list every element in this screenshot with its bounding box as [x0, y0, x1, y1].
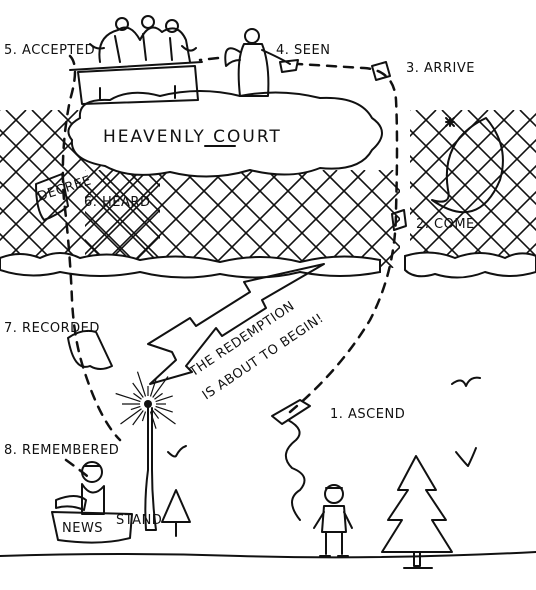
- step-label-come: 2. COME: [416, 217, 475, 232]
- lattice-bar: [126, 170, 226, 268]
- burst-ray: [155, 405, 173, 413]
- newsstand-sign: NEWS: [62, 521, 103, 536]
- lattice-bar: [350, 170, 400, 268]
- step-label-recorded: 7. RECORDED: [4, 321, 100, 336]
- lattice-bar: [493, 110, 536, 260]
- lattice-bar: [410, 110, 437, 260]
- lightning-banner: [147, 263, 325, 385]
- newsstand-tag: STAND: [116, 513, 162, 528]
- lattice-bar: [519, 110, 536, 260]
- bird-icon: [167, 445, 187, 458]
- bird-icon: [451, 376, 481, 387]
- step-label-heard: 6. HEARD: [84, 195, 150, 210]
- lattice-bar: [0, 110, 27, 260]
- crescent-moon-icon: [431, 117, 504, 214]
- lattice-bar: [238, 170, 338, 268]
- step-label-remembered: 8. REMEMBERED: [4, 443, 119, 458]
- scroll-come-icon: [391, 209, 407, 231]
- lattice-bar: [98, 170, 198, 268]
- lattice-bar: [210, 170, 310, 268]
- lattice-bar: [410, 110, 536, 260]
- flying-paper-icon: [271, 399, 311, 425]
- scroll-recorded-icon: [67, 329, 113, 370]
- burst-ray: [149, 379, 157, 397]
- antenna-burst-illustration: [115, 371, 176, 531]
- lattice-bar: [294, 170, 394, 268]
- burst-ray: [141, 411, 147, 422]
- journey-path-left: [61, 54, 122, 442]
- lower-cloud-band: [0, 252, 381, 279]
- scroll-arrive-icon: [371, 61, 391, 81]
- lattice-bar: [378, 170, 400, 268]
- angel-illustration: [224, 28, 299, 97]
- newsstand-illustration: NEWS STAND: [51, 461, 162, 544]
- bird-icon: [455, 447, 477, 467]
- ground-line: [0, 551, 536, 559]
- burst-ray: [136, 371, 147, 397]
- lattice-bar: [441, 110, 536, 260]
- lattice-bar: [182, 170, 282, 268]
- burst-ray: [132, 410, 144, 426]
- lattice-bar: [350, 170, 400, 268]
- lattice-bar: [441, 110, 536, 260]
- burst-ray: [130, 405, 141, 411]
- lattice-bar: [57, 110, 160, 260]
- lattice-fence-right: [410, 110, 536, 260]
- prayer-swirl: [285, 419, 306, 521]
- standing-man-illustration: [313, 484, 353, 557]
- burst-ray: [154, 408, 176, 425]
- step-label-seen: 4. SEEN: [276, 43, 330, 58]
- burst-ray: [132, 382, 144, 398]
- lattice-bar: [322, 170, 400, 268]
- journey-path: [288, 62, 399, 414]
- lattice-bar: [85, 170, 114, 268]
- burst-ray: [120, 408, 142, 425]
- judges-bench-illustration: [69, 15, 203, 105]
- lattice-bar: [0, 110, 53, 260]
- lattice-bar: [493, 110, 536, 260]
- burst-ray: [152, 410, 160, 419]
- lattice-fence-middle: [85, 170, 400, 268]
- burst-ray: [154, 392, 163, 400]
- lattice-bar: [410, 110, 463, 260]
- lattice-bar: [85, 170, 170, 268]
- journey-path-lower-left: [64, 458, 94, 482]
- lattice-bar: [0, 110, 79, 260]
- heavenly-court-title: HEAVENLY COURT: [103, 127, 282, 147]
- small-tree-icon: [161, 489, 191, 537]
- lattice-bar: [85, 170, 142, 268]
- large-tree-icon: [381, 455, 453, 569]
- lattice-bar: [0, 110, 27, 260]
- lattice-bar: [467, 110, 536, 260]
- burst-ray: [115, 392, 141, 403]
- lattice-bar: [410, 110, 463, 260]
- lattice-bar: [154, 170, 254, 268]
- burst-ray: [152, 376, 169, 398]
- lattice-bar: [410, 110, 437, 260]
- lattice-bar: [266, 170, 366, 268]
- lower-cloud-band-right: [404, 251, 536, 279]
- step-label-arrive: 3. ARRIVE: [406, 61, 475, 76]
- lattice-bar: [467, 110, 536, 260]
- step-label-ascend: 1. ASCEND: [330, 407, 405, 422]
- star-icon: [445, 117, 455, 127]
- heavenly-court-cloud: [67, 90, 383, 178]
- lattice-bar: [0, 110, 53, 260]
- journey-path-top: [198, 56, 220, 62]
- burst-ray: [155, 395, 173, 403]
- lattice-bar: [519, 110, 536, 260]
- step-label-accepted: 5. ACCEPTED: [4, 43, 95, 58]
- lattice-bar: [415, 110, 536, 260]
- burst-ray: [133, 392, 142, 400]
- lattice-bar: [410, 110, 515, 260]
- lattice-bar: [85, 170, 114, 268]
